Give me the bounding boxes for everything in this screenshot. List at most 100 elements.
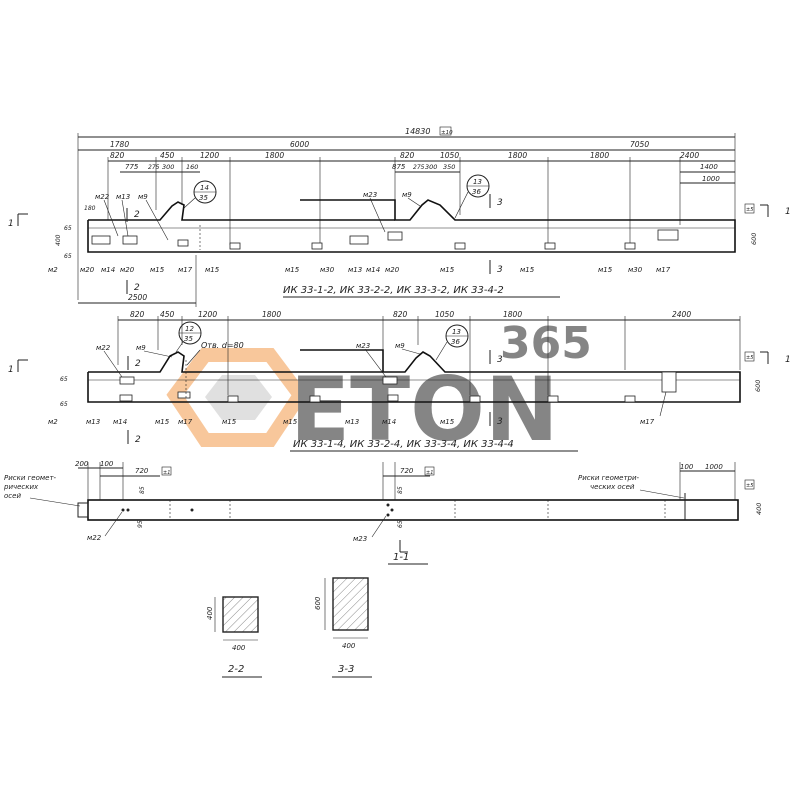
part-label: м9	[395, 342, 405, 350]
section-mark-3: 3	[497, 198, 503, 208]
section-mark-right: 1	[785, 355, 791, 365]
part-label: м2	[48, 266, 58, 274]
dim-1050: 1050	[435, 310, 454, 319]
part-label: м23	[353, 535, 367, 543]
risks-label-left: Риски геомет-	[4, 474, 57, 482]
dim-2400: 2400	[672, 310, 691, 319]
part-label: м14	[113, 418, 127, 426]
part-label: м15	[440, 418, 455, 426]
section-mark-2b: 2	[134, 283, 140, 293]
dim-1780: 1780	[110, 140, 129, 149]
overall-tag: ±10	[441, 130, 453, 136]
watermark-logo-core	[205, 375, 272, 420]
section-mark-left: 1	[8, 365, 14, 375]
risks-label-left: осей	[4, 492, 21, 500]
watermark-logo-icon	[166, 348, 309, 447]
part-label: м9	[136, 344, 146, 352]
part-label: м15	[285, 266, 300, 274]
part-label: м9	[402, 191, 412, 199]
section-mark-3: 3	[497, 355, 503, 365]
sec22-height: 400	[206, 606, 214, 620]
plan-view: 200 100 720 ±1 720 ±1 100 1000 85 85 95 …	[3, 460, 763, 565]
part-label: м17	[656, 266, 671, 274]
section-mark-3b: 3	[497, 265, 503, 275]
callout-top: 13	[473, 178, 482, 186]
part-label: м9	[138, 193, 148, 201]
vdim: 65	[60, 401, 68, 408]
plan-dim: 85	[397, 486, 404, 494]
tol-tag: ±5	[746, 355, 753, 361]
title-b: ИК 33-1-4, ИК 33-2-4, ИК 33-3-4, ИК 33-4…	[293, 439, 514, 450]
dim-1800c: 1800	[590, 151, 609, 160]
callout-top: 14	[200, 184, 209, 192]
plan-dim: 100	[100, 460, 114, 468]
section-mark-3b: 3	[497, 417, 503, 427]
vdim: 65	[64, 253, 72, 260]
part-label: м30	[320, 266, 335, 274]
part-label: м14	[101, 266, 115, 274]
section-title-3-3: 3-3	[338, 664, 354, 675]
dim-2400: 2400	[680, 151, 699, 160]
dim-350: 350	[443, 163, 455, 171]
callout-bottom: 35	[184, 335, 193, 343]
section-mark-left: 1	[8, 219, 14, 229]
part-label: м15	[283, 418, 298, 426]
section-2-2: 400 400 2-2	[206, 596, 262, 678]
part-label: м2	[48, 418, 58, 426]
risks-label-right: Риски геометри-	[578, 474, 640, 482]
title-a: ИК 33-1-2, ИК 33-2-2, ИК 33-3-2, ИК 33-4…	[283, 285, 504, 296]
section-mark-2b: 2	[135, 435, 141, 445]
risks-label-left: рических	[3, 483, 39, 491]
hole-label: Отв. d=80	[201, 341, 244, 350]
part-label: м15	[520, 266, 535, 274]
elevation-b: 820 450 1200 1800 820 1050 1800 2400	[8, 310, 791, 452]
dim-450: 450	[160, 151, 175, 160]
dim-1000: 1000	[702, 175, 720, 183]
overall-dim: 14830	[405, 127, 430, 136]
dim-820a: 820	[110, 151, 125, 160]
dim-1800: 1800	[262, 310, 281, 319]
callout-top: 12	[185, 325, 194, 333]
tol-tag: ±5	[746, 207, 753, 213]
part-label: м22	[87, 534, 102, 542]
part-label: м15	[155, 418, 170, 426]
vdim: 65	[60, 376, 68, 383]
dim-820: 820	[130, 310, 145, 319]
part-label: м13	[345, 418, 359, 426]
plan-dim: 200	[75, 460, 89, 468]
part-label: м15	[205, 266, 220, 274]
vdim: 180	[84, 205, 96, 212]
watermark-text: ETON	[290, 358, 559, 461]
part-label: м13	[86, 418, 100, 426]
part-label: м15	[222, 418, 237, 426]
section-3-3: 400 600 3-3	[314, 577, 372, 678]
part-label: м23	[356, 342, 370, 350]
dim-160: 160	[186, 163, 198, 171]
plan-dim: 100	[680, 463, 694, 471]
part-label: м13	[116, 193, 130, 201]
section-mark-2: 2	[135, 359, 141, 369]
part-label: м17	[178, 266, 193, 274]
part-label: м14	[382, 418, 396, 426]
part-label: м22	[95, 193, 110, 201]
section-title-1-1: 1-1	[393, 552, 409, 563]
part-label: м20	[80, 266, 95, 274]
callout-bottom: 36	[451, 338, 460, 346]
callout-bottom: 35	[199, 194, 208, 202]
part-label: м14	[366, 266, 380, 274]
sec33-height: 600	[314, 596, 322, 610]
dim-6000: 6000	[290, 140, 309, 149]
sec22-width: 400	[232, 644, 246, 652]
section-title-2-2: 2-2	[228, 664, 244, 675]
part-label: м13	[348, 266, 362, 274]
plan-dim: 720	[135, 467, 149, 475]
dim-875: 875	[392, 163, 406, 171]
dim-1800b: 1800	[503, 310, 522, 319]
dim-820b: 820	[393, 310, 408, 319]
plan-dim: 65	[397, 520, 404, 528]
dim-1400: 1400	[700, 163, 718, 171]
dim-275b: 275	[413, 164, 425, 171]
part-label: м23	[363, 191, 377, 199]
dim-450: 450	[160, 310, 175, 319]
dim-2500: 2500	[128, 293, 147, 302]
